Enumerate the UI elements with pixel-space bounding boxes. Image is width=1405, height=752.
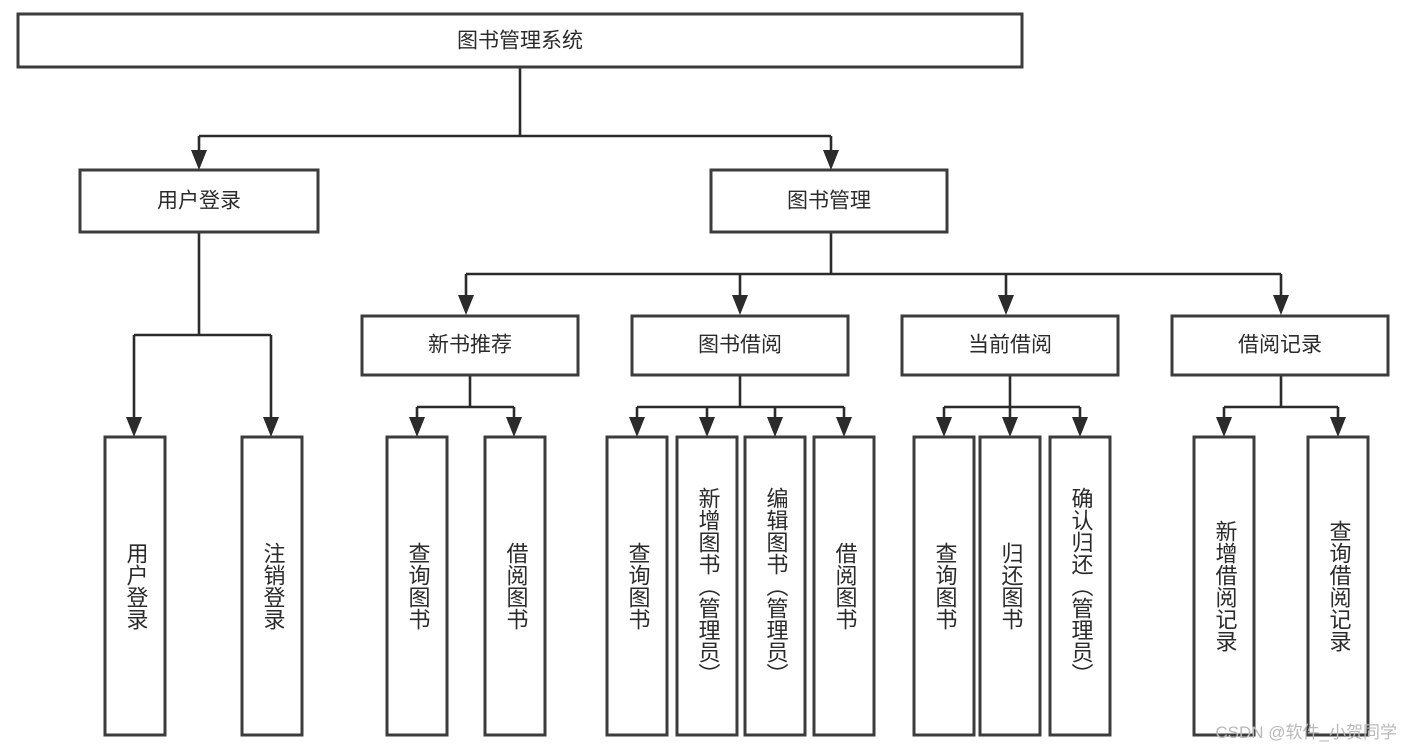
leaf-cb-query-book-box[interactable] bbox=[912, 435, 976, 737]
leaf-cb-confirm-return-box[interactable] bbox=[1048, 435, 1112, 737]
node-new-book-recommend[interactable]: 新书推荐 bbox=[360, 314, 580, 377]
leaf-logout-box[interactable] bbox=[240, 435, 304, 737]
leaf-nb-query-book-box[interactable] bbox=[385, 435, 449, 737]
arrow-icon-user-login bbox=[191, 150, 207, 170]
leaf-node-bb-borrow-book[interactable]: 借阅图书 bbox=[812, 435, 876, 737]
node-book-borrow-label: 图书借阅 bbox=[698, 334, 782, 357]
node-new-book-recommend-label: 新书推荐 bbox=[428, 334, 512, 357]
node-current-borrow-label: 当前借阅 bbox=[968, 334, 1052, 357]
leaf-br-add-record-box[interactable] bbox=[1192, 435, 1256, 737]
leaf-bb-edit-book-label: 编辑图书（管理员） bbox=[764, 487, 789, 685]
node-root-box[interactable] bbox=[16, 12, 1024, 69]
leaf-cb-confirm-return-label: 确认归还（管理员） bbox=[1069, 487, 1094, 685]
node-book-manage[interactable]: 图书管理 bbox=[709, 168, 949, 234]
arrow-icon-bb-leaf-3 bbox=[767, 417, 783, 437]
leaf-node-nb-query-book[interactable]: 查询图书 bbox=[385, 435, 449, 737]
leaf-node-cb-query-book[interactable]: 查询图书 bbox=[912, 435, 976, 737]
leaf-node-bb-query-book[interactable]: 查询图书 bbox=[605, 435, 669, 737]
connector-layer bbox=[126, 67, 1346, 437]
arrow-icon-leaf-logout bbox=[263, 417, 279, 437]
leaf-node-cb-return-book[interactable]: 归还图书 bbox=[978, 435, 1042, 737]
node-book-manage-box[interactable] bbox=[709, 168, 949, 234]
arrow-icon-book-borrow bbox=[732, 295, 748, 315]
node-user-login-label: 用户登录 bbox=[157, 190, 241, 213]
leaf-bb-query-book-box[interactable] bbox=[605, 435, 669, 737]
arrow-icon-cb-leaf-3 bbox=[1072, 417, 1088, 437]
leaf-bb-add-book-label: 新增图书（管理员） bbox=[696, 487, 721, 685]
leaf-cb-return-book-label: 归还图书 bbox=[999, 542, 1024, 630]
node-current-borrow-box[interactable] bbox=[900, 314, 1120, 377]
leaf-nb-borrow-book-box[interactable] bbox=[483, 435, 547, 737]
arrow-icon-br-leaf-2 bbox=[1330, 417, 1346, 437]
arrow-icon-new-book bbox=[458, 295, 474, 315]
arrow-icon-leaf-user-login bbox=[126, 417, 142, 437]
node-borrow-record-box[interactable] bbox=[1170, 314, 1390, 377]
leaf-nb-borrow-book-label: 借阅图书 bbox=[504, 542, 529, 630]
leaf-nb-query-book-label: 查询图书 bbox=[406, 542, 431, 630]
leaf-node-nb-borrow-book[interactable]: 借阅图书 bbox=[483, 435, 547, 737]
node-user-login[interactable]: 用户登录 bbox=[78, 168, 320, 234]
leaf-cb-return-book-box[interactable] bbox=[978, 435, 1042, 737]
arrow-icon-current-borrow bbox=[998, 295, 1014, 315]
node-book-borrow[interactable]: 图书借阅 bbox=[630, 314, 850, 377]
leaf-br-add-record-label: 新增借阅记录 bbox=[1213, 520, 1238, 652]
node-current-borrow[interactable]: 当前借阅 bbox=[900, 314, 1120, 377]
arrow-icon-nb-leaf-2 bbox=[506, 417, 522, 437]
leaf-logout-label: 注销登录 bbox=[261, 542, 286, 630]
arrow-icon-cb-leaf-1 bbox=[936, 417, 952, 437]
leaf-bb-query-book-label: 查询图书 bbox=[626, 542, 651, 630]
node-borrow-record-label: 借阅记录 bbox=[1238, 334, 1322, 357]
node-new-book-recommend-box[interactable] bbox=[360, 314, 580, 377]
leaf-node-bb-add-book[interactable]: 新增图书（管理员） bbox=[675, 435, 739, 737]
arrow-icon-nb-leaf-1 bbox=[409, 417, 425, 437]
leaf-bb-edit-book-box[interactable] bbox=[743, 435, 807, 737]
leaf-user-login-box[interactable] bbox=[103, 435, 167, 737]
leaf-bb-add-book-box[interactable] bbox=[675, 435, 739, 737]
leaf-node-logout[interactable]: 注销登录 bbox=[240, 435, 304, 737]
leaf-node-user-login[interactable]: 用户登录 bbox=[103, 435, 167, 737]
csdn-watermark: CSDN @软件_小贺同学 bbox=[1215, 723, 1397, 742]
arrow-icon-book-manage bbox=[823, 150, 839, 170]
arrow-icon-br-leaf-1 bbox=[1216, 417, 1232, 437]
node-book-manage-label: 图书管理 bbox=[787, 190, 871, 213]
leaf-node-br-query-record[interactable]: 查询借阅记录 bbox=[1306, 435, 1370, 737]
leaf-user-login-label: 用户登录 bbox=[124, 542, 149, 630]
leaf-br-query-record-box[interactable] bbox=[1306, 435, 1370, 737]
leaf-node-br-add-record[interactable]: 新增借阅记录 bbox=[1192, 435, 1256, 737]
leaf-br-query-record-label: 查询借阅记录 bbox=[1327, 520, 1352, 652]
arrow-icon-borrow-record bbox=[1273, 295, 1289, 315]
leaf-node-bb-edit-book[interactable]: 编辑图书（管理员） bbox=[743, 435, 807, 737]
arrow-icon-cb-leaf-2 bbox=[1002, 417, 1018, 437]
node-root[interactable]: 图书管理系统 bbox=[16, 12, 1024, 69]
node-user-login-box[interactable] bbox=[78, 168, 320, 234]
arrow-icon-bb-leaf-4 bbox=[836, 417, 852, 437]
node-root-label: 图书管理系统 bbox=[457, 30, 583, 53]
leaf-bb-borrow-book-box[interactable] bbox=[812, 435, 876, 737]
arrow-icon-bb-leaf-1 bbox=[629, 417, 645, 437]
leaf-node-cb-confirm-return[interactable]: 确认归还（管理员） bbox=[1048, 435, 1112, 737]
arrow-icon-bb-leaf-2 bbox=[699, 417, 715, 437]
leaf-bb-borrow-book-label: 借阅图书 bbox=[833, 542, 858, 630]
node-borrow-record[interactable]: 借阅记录 bbox=[1170, 314, 1390, 377]
node-book-borrow-box[interactable] bbox=[630, 314, 850, 377]
leaf-cb-query-book-label: 查询图书 bbox=[933, 542, 958, 630]
